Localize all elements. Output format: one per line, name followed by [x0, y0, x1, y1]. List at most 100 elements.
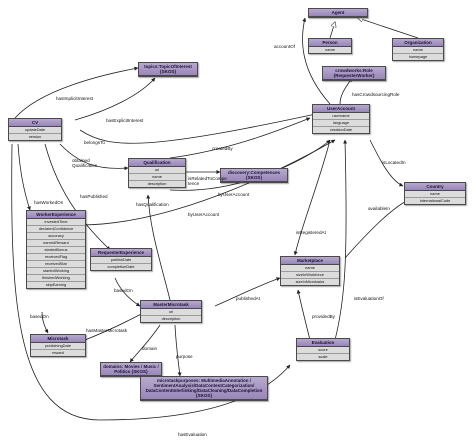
label-providedBy: providedBy	[312, 314, 335, 319]
class-master-microtask-title: MasterMicrotask	[141, 301, 201, 309]
class-country-attr: name	[405, 191, 465, 198]
class-evaluation-title: Evaluation	[297, 339, 349, 347]
edge-accountOf	[302, 17, 331, 105]
class-worker-experience-title: WorkerExperience	[27, 211, 85, 219]
class-worker-experience-attr: receivedStar	[27, 261, 85, 268]
class-organization-attr: homepage	[393, 54, 443, 60]
label-hasCrowdsourcingRole: hasCrowdsourcingRole	[352, 92, 400, 97]
class-country-attr: internationalCode	[405, 198, 465, 204]
label-availableIn: availableIn	[368, 206, 390, 211]
label-hasWorkedOn: hasWorkedOn	[34, 200, 64, 205]
class-user-account-attr: creationDate	[313, 127, 369, 133]
edge-organization-agent	[358, 18, 419, 39]
class-evaluation-attr: score	[297, 347, 349, 354]
label-domain: domain	[142, 346, 158, 351]
label-purpose: purpose	[176, 354, 193, 359]
class-country-title: Country	[405, 183, 465, 191]
class-microtask-title: Microtask	[31, 335, 85, 343]
class-qualification[interactable]: Qualification uri name description	[128, 158, 186, 188]
label-byUserAccount-2: byUserAccount	[188, 212, 220, 217]
class-user-account[interactable]: UserAccount username language creationDa…	[312, 104, 370, 134]
label-obtainedQualification: obtained Qualification	[72, 158, 98, 168]
class-person[interactable]: Person name	[308, 38, 352, 54]
class-master-microtask[interactable]: MasterMicrotask uri description	[140, 300, 202, 323]
class-marketplace[interactable]: Marketplace name sizeInWorkforce sizeInM…	[280, 256, 340, 286]
class-crowdworks-role[interactable]: crowdworks:Role {RequesterWorker}	[322, 66, 386, 81]
edge-createdBy	[169, 117, 311, 159]
label-isRelatedToCompetence: isRelatedToCompe tence	[188, 176, 227, 186]
edge-availableIn	[344, 199, 409, 259]
label-hasExplicitInterest: hasExplicitInterest	[106, 118, 144, 123]
label-isEvaluationOf: isEvaluationOf	[354, 296, 384, 301]
class-worker-experience-attr: skipEarning	[27, 282, 85, 288]
class-worker-experience-attr: declaredConfidence	[27, 226, 85, 233]
edge-byUserAccount2	[79, 139, 336, 226]
label-hasMasterMicrotask: hasMasterMicrotask	[86, 328, 128, 333]
class-worker-experience-attr: finishedWorking	[27, 275, 85, 282]
label-basedOn-2: basedOn	[30, 314, 49, 319]
edge-person-agent	[329, 22, 335, 39]
label-isLocatedIn: isLocatedIn	[382, 160, 406, 165]
class-organization[interactable]: Organization name homepage	[392, 38, 444, 61]
label-publishedAt: publishedAt	[236, 296, 261, 301]
class-qualification-attr: name	[129, 174, 185, 181]
edge-isRegisteredAt	[293, 139, 331, 256]
edge-basedOn2	[41, 311, 49, 334]
label-hasEvaluation: hasEvaluation	[178, 432, 207, 437]
class-user-account-attr: username	[313, 113, 369, 120]
class-master-microtask-attr: uri	[141, 309, 201, 316]
class-agent[interactable]: Agent	[308, 8, 368, 18]
class-domains-title: domains: Movies / Music / Politics {SKOS…	[101, 363, 161, 376]
class-topics-title: topics:TopicOfInterest {SKOS}	[139, 63, 197, 76]
class-marketplace-attr: name	[281, 265, 339, 272]
class-user-account-title: UserAccount	[313, 105, 369, 113]
class-cv[interactable]: CV updateDate version	[8, 118, 62, 141]
class-evaluation-attr: scale	[297, 354, 349, 360]
class-worker-experience-attr: receivedFlag	[27, 254, 85, 261]
class-qualification-attr: description	[129, 181, 185, 187]
edge-belongsTo	[79, 110, 326, 144]
class-microtask[interactable]: Microtask publishingDate reward	[30, 334, 86, 357]
edge-hasQualification	[146, 194, 171, 301]
edge-domain	[129, 324, 161, 363]
class-worker-experience-attr: accuracy	[27, 233, 85, 240]
class-cv-attr: updateDate	[9, 127, 61, 134]
class-organization-attr: name	[393, 47, 443, 54]
edge-publishedAt	[214, 277, 281, 307]
edge-purpose	[174, 324, 182, 377]
label-hasImplicitInterest: hasImplicitInterest	[56, 96, 94, 101]
class-purposes[interactable]: microtaskpurposes: MultimediaAnnotation …	[140, 376, 268, 401]
class-worker-experience-attr: earnedReward	[27, 240, 85, 247]
edge-hasCrowdsourcingRole	[339, 77, 353, 105]
edge-obtainedQualification	[59, 143, 129, 171]
class-marketplace-attr: sizeInWorkforce	[281, 272, 339, 279]
class-discovery[interactable]: discovery:Competences {SKOS}	[220, 168, 288, 183]
class-crowdworks-role-title: crowdworks:Role {RequesterWorker}	[323, 67, 385, 80]
class-cv-title: CV	[9, 119, 61, 127]
class-purposes-title: microtaskpurposes: MultimediaAnnotation …	[141, 377, 267, 400]
class-cv-attr: version	[9, 134, 61, 140]
class-organization-title: Organization	[393, 39, 443, 47]
class-domains[interactable]: domains: Movies / Music / Politics {SKOS…	[100, 362, 162, 377]
label-isRegisteredAt: isRegisteredAt	[296, 230, 326, 235]
edge-hasExplicitInterest	[74, 77, 156, 121]
class-agent-title: Agent	[309, 9, 367, 17]
edge-providedBy	[296, 289, 311, 341]
class-evaluation[interactable]: Evaluation score scale	[296, 338, 350, 361]
edge-isEvaluationOf	[334, 139, 348, 341]
class-country[interactable]: Country name internationalCode	[404, 182, 466, 205]
class-worker-experience[interactable]: WorkerExperience investedTime declaredCo…	[26, 210, 86, 289]
class-marketplace-attr: sizeInMicrotasks	[281, 279, 339, 285]
class-worker-experience-attr: startedWorking	[27, 268, 85, 275]
class-worker-experience-attr: investedTime	[27, 219, 85, 226]
label-basedOn-1: basedOn	[114, 288, 133, 293]
label-accountOf: accountOf	[274, 44, 295, 49]
edge-basedOn1	[114, 277, 141, 307]
edge-isLocatedIn	[369, 139, 404, 187]
class-microtask-attr: reward	[31, 350, 85, 356]
edge-hasWorkedOn	[17, 143, 31, 211]
label-hasPublished: hasPublished	[80, 194, 108, 199]
class-topics[interactable]: topics:TopicOfInterest {SKOS}	[138, 62, 198, 77]
label-hasQualification: hasQualification	[136, 202, 169, 207]
class-requester-experience[interactable]: RequesterExperience publishDate completi…	[90, 248, 152, 271]
